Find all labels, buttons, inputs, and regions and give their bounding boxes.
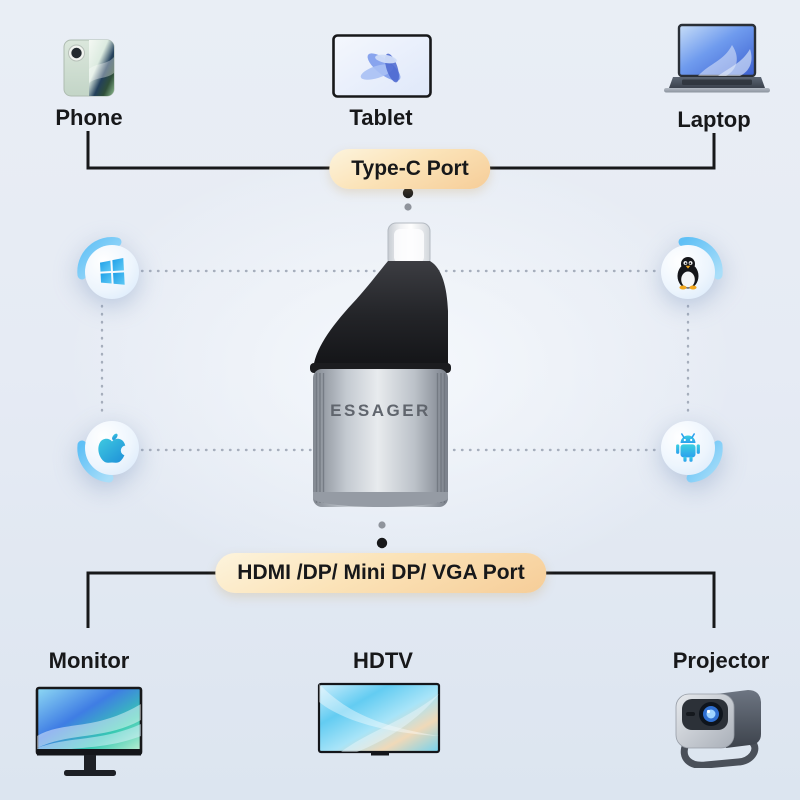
linux-compat-bubble bbox=[650, 234, 726, 310]
device-label-tablet: Tablet bbox=[349, 105, 413, 130]
monitor-image bbox=[35, 686, 145, 783]
bottom-bracket-line bbox=[86, 571, 716, 628]
accent-arc bbox=[77, 237, 122, 280]
adapter-black-neck bbox=[313, 261, 448, 371]
dot-top-dark bbox=[402, 187, 414, 199]
accent-arc bbox=[77, 440, 114, 483]
top-bracket-line bbox=[86, 131, 716, 170]
metal-adapter-body bbox=[313, 369, 448, 507]
windows-icon bbox=[99, 257, 125, 285]
android-icon bbox=[676, 433, 700, 462]
laptop-image bbox=[658, 23, 772, 108]
type-c-port-badge: Type-C Port bbox=[329, 149, 491, 189]
apple-compat-bubble bbox=[74, 410, 150, 486]
hdtv-image bbox=[317, 682, 441, 763]
projector-image bbox=[666, 680, 770, 773]
adapter-product-image: ESSAGER bbox=[310, 222, 451, 507]
tablet-image bbox=[332, 34, 432, 103]
dot-top-gray bbox=[404, 203, 412, 211]
dot-bottom-gray bbox=[378, 521, 386, 529]
brand-engraving: ESSAGER bbox=[330, 401, 431, 420]
output-port-badge: HDMI /DP/ Mini DP/ VGA Port bbox=[215, 553, 547, 593]
device-label-monitor: Monitor bbox=[48, 648, 130, 673]
accent-arc bbox=[686, 440, 723, 483]
dot-bottom-dark bbox=[376, 537, 388, 549]
windows-compat-bubble bbox=[74, 234, 150, 310]
accent-arc bbox=[678, 237, 723, 280]
device-label-laptop: Laptop bbox=[677, 107, 751, 132]
device-label-phone: Phone bbox=[55, 105, 123, 130]
device-label-hdtv: HDTV bbox=[353, 648, 413, 673]
apple-icon bbox=[98, 433, 131, 463]
device-label-projector: Projector bbox=[672, 648, 770, 673]
android-compat-bubble bbox=[650, 410, 726, 486]
linux-icon bbox=[677, 257, 699, 290]
phone-image bbox=[63, 39, 115, 102]
